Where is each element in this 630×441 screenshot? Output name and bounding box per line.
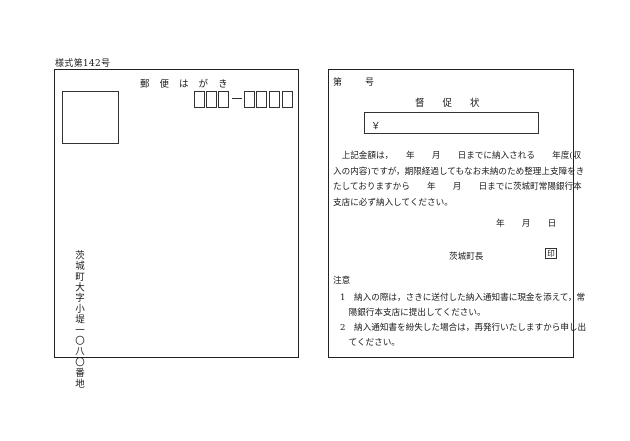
- notes-heading: 注意: [333, 276, 351, 286]
- zip-code-box[interactable]: [256, 91, 267, 108]
- postcard-panel: [54, 69, 299, 358]
- stamp-box: [62, 91, 119, 144]
- note-item: 2 納入通知書を紛失した場合は，再発行いたしますから申し出 てください。: [340, 323, 587, 348]
- zip-code-box[interactable]: [218, 91, 229, 108]
- postcard-address: 茨城町大字小堤一〇八〇番地: [73, 250, 84, 390]
- postcard-title-char: は: [179, 79, 189, 90]
- issuer-name: 茨城町長: [449, 252, 484, 262]
- amount-field[interactable]: [364, 112, 539, 134]
- notice-title: 督促状: [415, 98, 498, 109]
- postcard-title-char: 郵: [140, 79, 150, 90]
- zip-code-dash: [232, 98, 242, 99]
- zip-code-box[interactable]: [206, 91, 217, 108]
- zip-code-box[interactable]: [269, 91, 280, 108]
- notice-date: 年 月 日: [496, 219, 557, 229]
- seal-mark: 印: [545, 248, 557, 259]
- postcard-title-char: が: [198, 79, 209, 90]
- notice-number-label: 第: [333, 78, 343, 88]
- notice-panel: [328, 69, 574, 358]
- amount-yen-symbol: ￥: [371, 121, 381, 132]
- note-item: 1 納入の際は，さきに送付した納入通知書に現金を添えて，常 陽銀行本支店に提出し…: [340, 293, 586, 318]
- notice-number-suffix: 号: [365, 78, 375, 88]
- postcard-title-char: き: [218, 79, 228, 90]
- zip-code-box[interactable]: [194, 91, 205, 108]
- zip-code-box[interactable]: [282, 91, 293, 108]
- form-number: 様式第142号: [55, 59, 111, 69]
- notice-body: 上記金額は， 年 月 日までに納入される 年度(収 入の内容)ですが，期限経過し…: [333, 151, 585, 209]
- postcard-title-char: 便: [159, 79, 170, 90]
- postcard-title: 郵 便 は が き: [140, 76, 228, 90]
- zip-code-box[interactable]: [244, 91, 255, 108]
